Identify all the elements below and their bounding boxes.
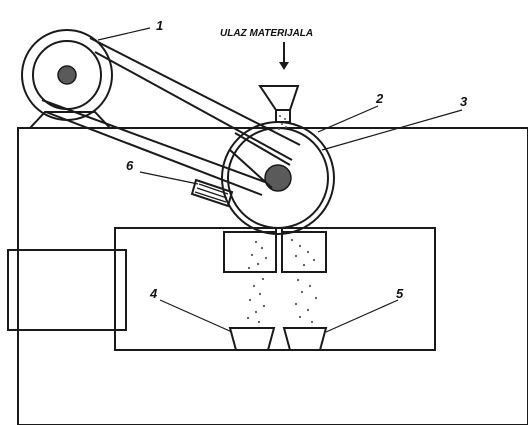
input-arrow [279, 42, 289, 70]
collection-bin-left [228, 327, 276, 351]
leader-lines [97, 27, 463, 333]
hopper-granules [278, 115, 287, 130]
feed-hopper [258, 85, 300, 123]
callout-4: 4 [149, 286, 158, 301]
motor-pulley [21, 29, 113, 121]
drive-belt-front [229, 132, 291, 189]
callout-3: 3 [460, 94, 468, 109]
input-label: ULAZ MATERIJALA [220, 28, 313, 39]
motor-stand [29, 111, 111, 129]
rotating-drum [221, 121, 335, 235]
callout-5: 5 [396, 286, 404, 301]
particle-stream-right [290, 238, 318, 324]
callout-2: 2 [375, 91, 384, 106]
drive-belt [41, 37, 301, 196]
electrode-brush [190, 178, 234, 208]
collection-bin-right [282, 327, 328, 351]
callout-1: 1 [156, 18, 163, 33]
splitter-compartments [223, 228, 327, 273]
callout-6: 6 [126, 158, 134, 173]
particle-stream-left [246, 240, 268, 324]
control-box [7, 249, 127, 331]
